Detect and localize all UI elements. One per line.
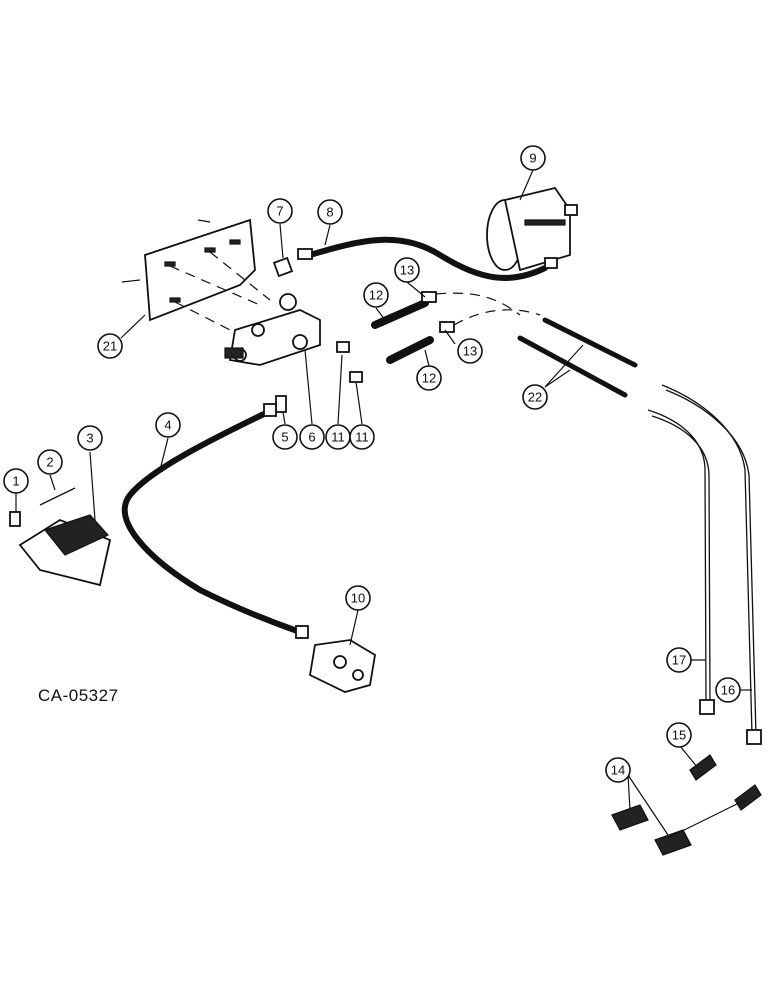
callout-11: 11 [349,424,375,450]
pedal-pad [9,487,112,587]
svg-text:2: 2 [46,455,53,470]
callout-5: 5 [272,424,298,450]
svg-text:14: 14 [611,763,625,778]
brake-line-22 [517,335,628,398]
hose-fitting [263,403,277,417]
callout-16: 16 [715,677,741,703]
brake-tube-17 [647,409,707,701]
svg-text:12: 12 [422,371,436,386]
callout-9: 9 [520,145,546,171]
brake-valve [224,293,321,366]
diagram-reference-code: CA-05327 [38,686,119,705]
callout-22: 22 [522,384,548,410]
svg-text:22: 22 [528,390,542,405]
bleeder-fitting [689,754,762,811]
brake-line-22 [542,317,638,368]
hose-fitting [297,248,313,260]
svg-text:3: 3 [86,431,93,446]
brake-line-12-upper [371,291,437,329]
dust-cap [611,804,692,856]
callout-7: 7 [267,198,293,224]
brake-tube-16 [661,384,753,736]
master-cylinder [486,186,578,272]
hose-4 [121,409,303,635]
callout-2: 2 [37,449,63,475]
brake-tube-17 [651,415,711,701]
svg-text:5: 5 [281,430,288,445]
callout-21: 21 [97,333,123,359]
callout-12: 12 [416,365,442,391]
svg-text:10: 10 [351,591,365,606]
callout-13: 13 [394,257,420,283]
tube-fitting [699,699,715,715]
svg-text:1: 1 [12,474,19,489]
brake-line-12-lower [386,321,455,364]
callout-6: 6 [299,424,325,450]
callout-1: 1 [3,468,29,494]
svg-text:8: 8 [326,205,333,220]
svg-text:15: 15 [672,728,686,743]
leader-lines [15,169,752,839]
svg-text:13: 13 [463,344,477,359]
svg-text:7: 7 [276,204,283,219]
elbow-fitting [272,256,294,278]
callout-15: 15 [666,722,692,748]
svg-text:21: 21 [103,339,117,354]
callout-10: 10 [345,585,371,611]
tube-fitting [746,729,762,745]
svg-text:11: 11 [331,430,345,445]
callout-17: 17 [666,647,692,673]
svg-text:4: 4 [164,418,171,433]
svg-text:11: 11 [355,430,369,445]
svg-text:9: 9 [529,151,536,166]
svg-text:16: 16 [721,683,735,698]
adapter-fitting [275,395,287,413]
callout-11: 11 [325,424,351,450]
mounting-bracket [121,218,271,336]
callout-4: 4 [155,412,181,438]
callout-3: 3 [77,425,103,451]
svg-text:17: 17 [672,653,686,668]
hose-8 [307,236,548,281]
callout-12: 12 [363,282,389,308]
svg-text:12: 12 [369,288,383,303]
callout-8: 8 [317,199,343,225]
routing-line [435,292,521,316]
callout-13: 13 [457,338,483,364]
brake-caliper [309,639,376,693]
svg-text:13: 13 [400,263,414,278]
hose-fitting [295,625,309,639]
svg-text:6: 6 [308,430,315,445]
brake-tube-16 [665,389,757,736]
callout-14: 14 [605,757,631,783]
routing-line [453,309,541,326]
